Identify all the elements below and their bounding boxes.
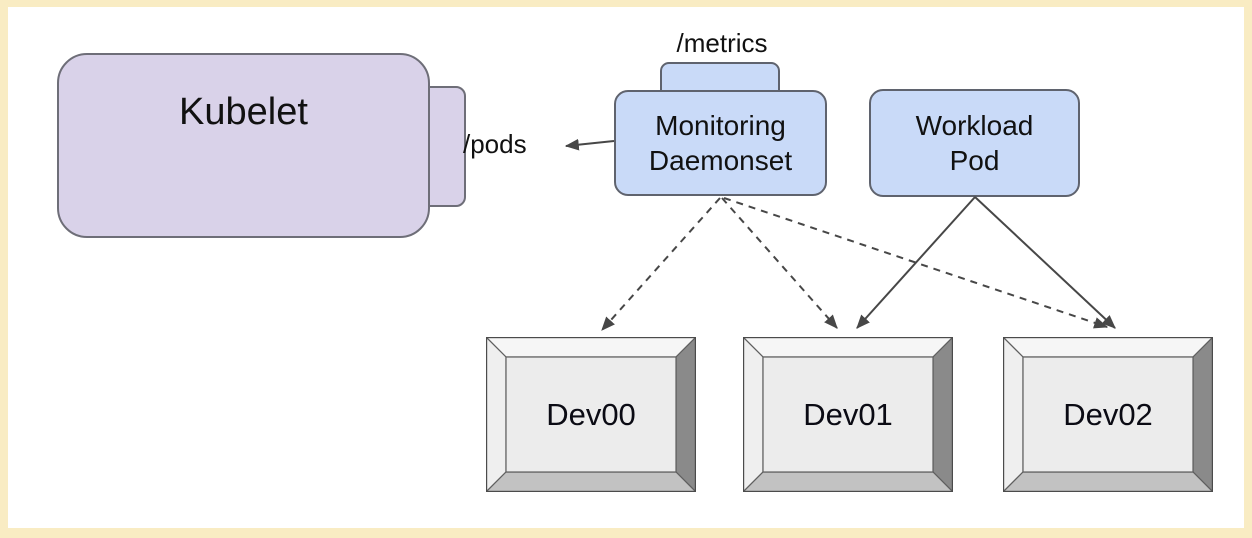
edge-monitoring-to-kubelet-pods bbox=[564, 138, 615, 151]
edge-workload-to-dev02 bbox=[974, 196, 1116, 329]
beveled-frame-shape bbox=[486, 337, 696, 492]
diagram-canvas: Kubelet /metrics Monitoring Daemonset Wo… bbox=[8, 7, 1244, 528]
node-kubelet: Kubelet bbox=[57, 53, 430, 238]
monitoring-daemonset-label-line1: Monitoring bbox=[655, 110, 786, 141]
beveled-frame-shape bbox=[743, 337, 953, 492]
workload-pod-label-line1: Workload bbox=[915, 110, 1034, 141]
monitoring-daemonset-label-line2: Daemonset bbox=[648, 145, 793, 176]
edge-monitoring-to-dev02 bbox=[723, 197, 1109, 329]
workload-pod-label: Workload Pod bbox=[916, 108, 1034, 178]
node-dev02: Dev02 bbox=[1003, 337, 1213, 492]
kubelet-label: Kubelet bbox=[179, 91, 308, 133]
node-dev01: Dev01 bbox=[743, 337, 953, 492]
edge-monitoring-to-dev00 bbox=[601, 197, 721, 331]
metrics-endpoint-label: /metrics bbox=[676, 28, 768, 58]
edge-monitoring-to-dev01 bbox=[721, 197, 838, 329]
node-workload-pod: Workload Pod bbox=[869, 89, 1080, 197]
edge-workload-to-dev01 bbox=[856, 196, 976, 329]
monitoring-daemonset-label: Monitoring Daemonset bbox=[649, 108, 792, 178]
node-dev00: Dev00 bbox=[486, 337, 696, 492]
pods-endpoint-label: /pods bbox=[463, 129, 527, 159]
dev00-label: Dev00 bbox=[546, 396, 636, 432]
node-monitoring-daemonset: Monitoring Daemonset bbox=[614, 90, 827, 196]
beveled-frame-shape bbox=[1003, 337, 1213, 492]
dev02-label: Dev02 bbox=[1063, 396, 1153, 432]
dev01-label: Dev01 bbox=[803, 396, 893, 432]
workload-pod-label-line2: Pod bbox=[949, 145, 1000, 176]
